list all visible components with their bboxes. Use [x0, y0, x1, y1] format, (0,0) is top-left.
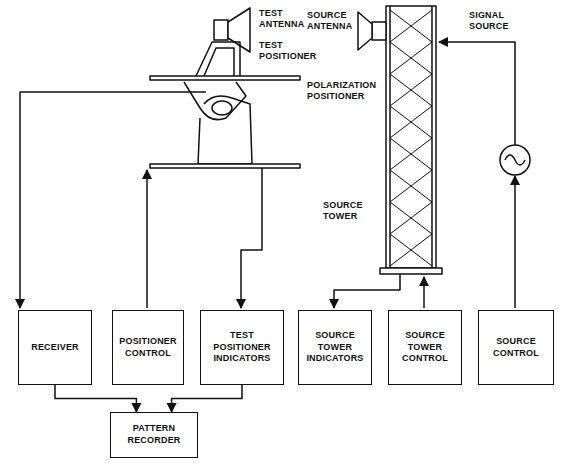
text-stack: SOURCE CONTROL — [483, 336, 549, 359]
box-label: SOURCE TOWER CONTROL — [393, 330, 457, 365]
connector-arrow — [172, 385, 242, 412]
box-label: PATTERN RECORDER — [115, 423, 193, 446]
text-stack: PATTERN RECORDER — [115, 423, 193, 446]
process-box: TEST POSITIONER INDICATORS — [200, 310, 284, 385]
control-wire — [514, 176, 516, 308]
text-stack: RECEIVER — [31, 342, 79, 354]
base-plate — [150, 164, 300, 168]
part-label: SOURCE TOWER — [322, 200, 364, 223]
control-wire — [146, 170, 148, 308]
process-box: RECEIVER — [18, 310, 92, 385]
oscillator-symbol — [500, 145, 530, 175]
process-box: POSITIONER CONTROL — [112, 310, 184, 385]
box-label: POSITIONER CONTROL — [117, 336, 179, 359]
antenna-bracket — [196, 42, 240, 76]
elevation-axis — [212, 101, 232, 115]
control-wire — [423, 277, 425, 308]
positioner-pedestal — [198, 96, 252, 164]
process-box: PATTERN RECORDER — [110, 412, 198, 458]
tower-base — [380, 268, 442, 274]
part-label: TEST ANTENNA — [258, 8, 305, 31]
tower-frame — [390, 6, 432, 268]
connector-arrow — [55, 385, 136, 412]
antenna-bracket — [204, 48, 234, 76]
indicator-wire — [334, 274, 400, 308]
part-label: SOURCE ANTENNA — [306, 10, 353, 33]
part-label: SIGNAL SOURCE — [468, 10, 510, 33]
part-label: POLARIZATION POSITIONER — [306, 80, 377, 103]
tower-lattice — [390, 10, 432, 266]
box-label: RECEIVER — [31, 342, 79, 354]
indicator-wire — [241, 168, 262, 308]
text-stack: POSITIONER CONTROL — [117, 336, 179, 359]
process-box: SOURCE TOWER INDICATORS — [298, 310, 372, 385]
horn-antenna — [358, 12, 372, 50]
horn-antenna — [228, 8, 250, 52]
process-box: SOURCE CONTROL — [478, 310, 554, 385]
process-box: SOURCE TOWER CONTROL — [388, 310, 462, 385]
azimuth-plate — [150, 76, 300, 80]
elevation-yoke — [184, 82, 246, 120]
oscillator-symbol — [505, 155, 525, 165]
box-label: TEST POSITIONER INDICATORS — [205, 330, 279, 365]
box-label: SOURCE TOWER INDICATORS — [303, 330, 367, 365]
text-stack: TEST POSITIONER INDICATORS — [205, 330, 279, 365]
antenna-feed — [372, 22, 386, 40]
signal-wire — [20, 92, 206, 308]
text-stack: SOURCE TOWER CONTROL — [393, 330, 457, 365]
source-tower — [386, 6, 436, 268]
box-label: SOURCE CONTROL — [483, 336, 549, 359]
signal-wire — [439, 42, 515, 145]
antenna-feed — [214, 20, 228, 40]
text-stack: SOURCE TOWER INDICATORS — [303, 330, 367, 365]
part-label: TEST POSITIONER — [258, 40, 318, 63]
